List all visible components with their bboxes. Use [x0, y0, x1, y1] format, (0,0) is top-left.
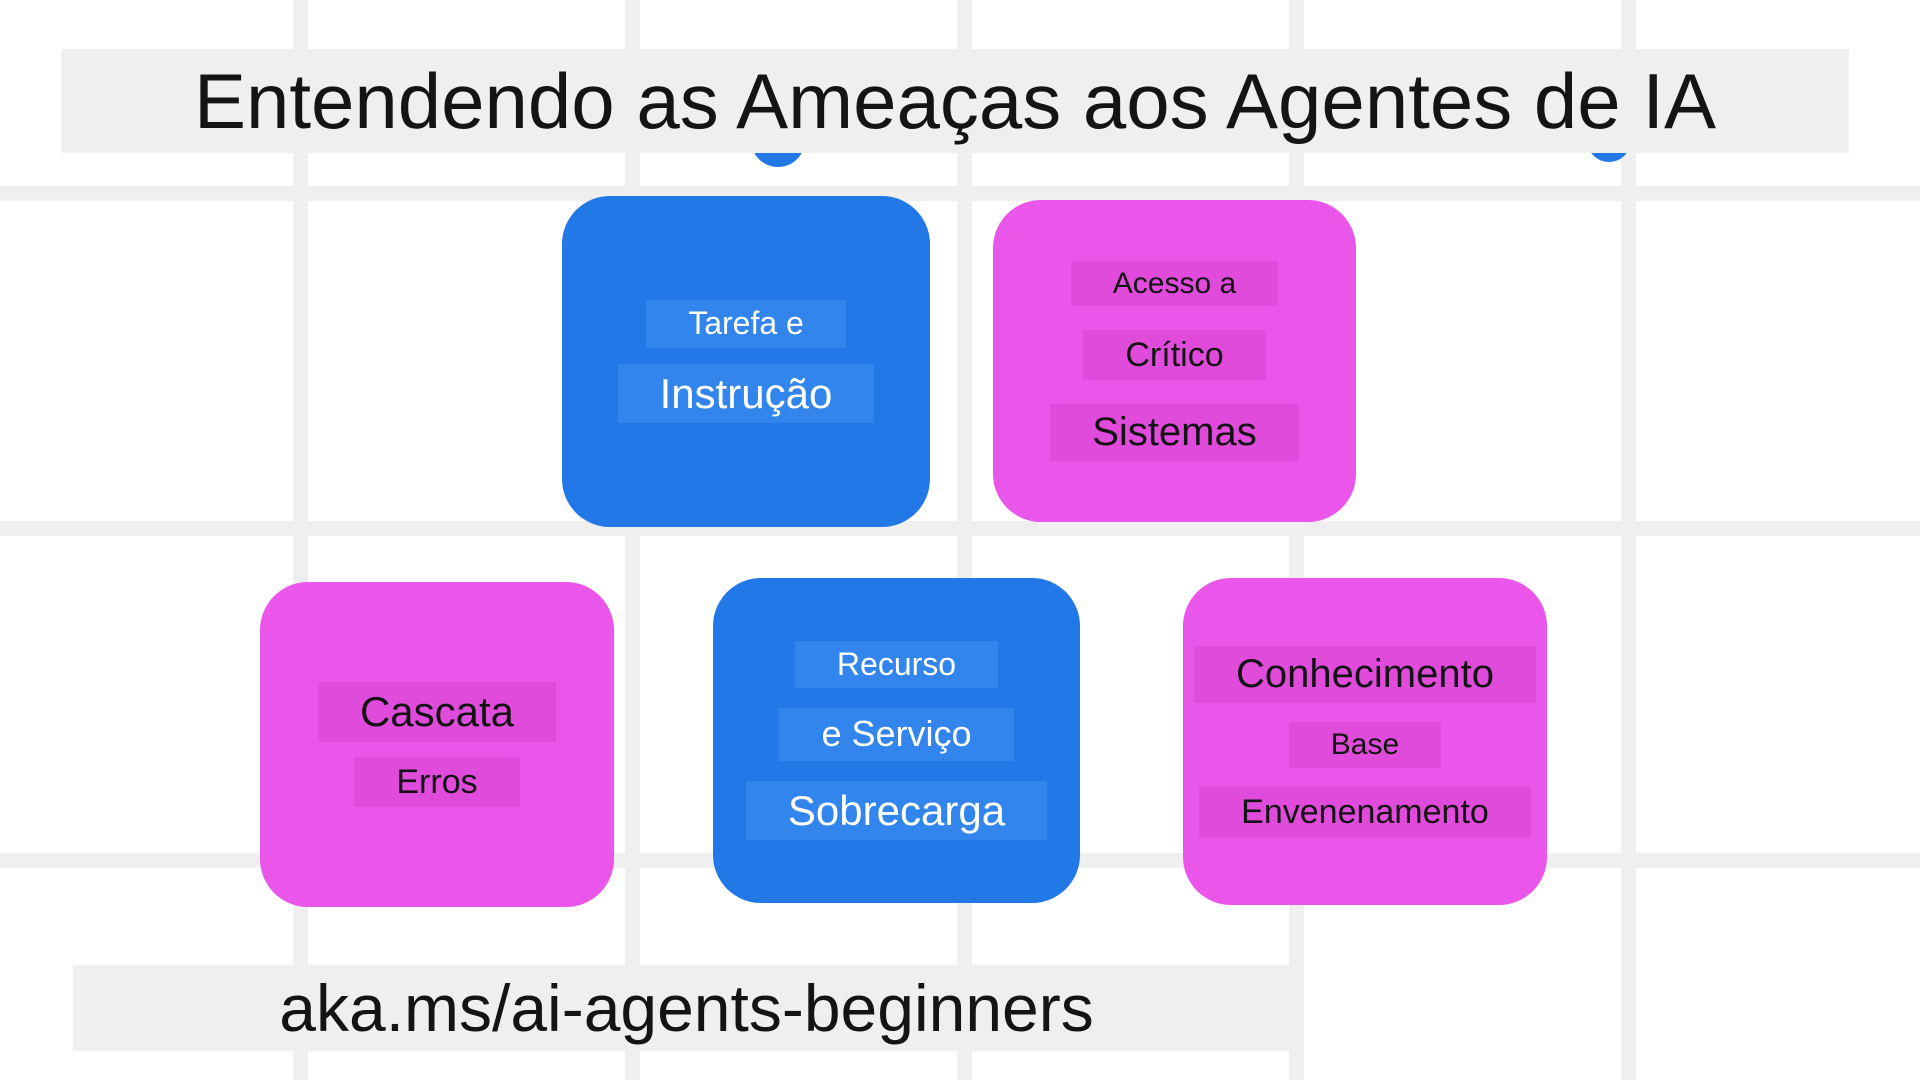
grid-line-vertical — [1289, 0, 1304, 1080]
footer-link-banner[interactable]: aka.ms/ai-agents-beginners — [73, 965, 1300, 1051]
card-tarefa-e-instrucao[interactable]: Tarefa e Instrução — [562, 196, 930, 527]
title-banner[interactable]: Entendendo as Ameaças aos Agentes de IA — [61, 49, 1849, 153]
grid-line-vertical — [625, 0, 640, 1080]
grid-line-horizontal — [0, 186, 1920, 201]
footer-link-text: aka.ms/ai-agents-beginners — [279, 971, 1094, 1045]
grid-line-vertical — [957, 0, 972, 1080]
card-line: Crítico — [1083, 330, 1266, 381]
page-title: Entendendo as Ameaças aos Agentes de IA — [193, 56, 1717, 145]
card-line: Sistemas — [1050, 404, 1299, 462]
card-line: Tarefa e — [646, 299, 846, 348]
card-recurso-e-servico-sobrecarga[interactable]: Recurso e Serviço Sobrecarga — [713, 578, 1080, 903]
card-line: Base — [1288, 722, 1442, 768]
card-line: Cascata — [317, 682, 557, 742]
card-line: Instrução — [617, 363, 875, 424]
card-line: Erros — [354, 756, 520, 807]
card-line: Recurso — [794, 640, 999, 689]
card-line: e Serviço — [779, 708, 1014, 761]
card-conhecimento-base-envenenamento[interactable]: Conhecimento Base Envenenamento — [1183, 578, 1547, 905]
card-line: Envenenamento — [1199, 786, 1531, 837]
card-line: Acesso a — [1070, 260, 1279, 307]
grid-line-vertical — [293, 0, 308, 1080]
card-line: Conhecimento — [1194, 646, 1536, 704]
card-acesso-a-sistemas-critico[interactable]: Acesso a Crítico Sistemas — [993, 200, 1356, 522]
grid-line-vertical — [1621, 0, 1636, 1080]
card-cascata-erros[interactable]: Cascata Erros — [260, 582, 614, 907]
card-line: Sobrecarga — [745, 780, 1048, 841]
grid-line-horizontal — [0, 521, 1920, 536]
